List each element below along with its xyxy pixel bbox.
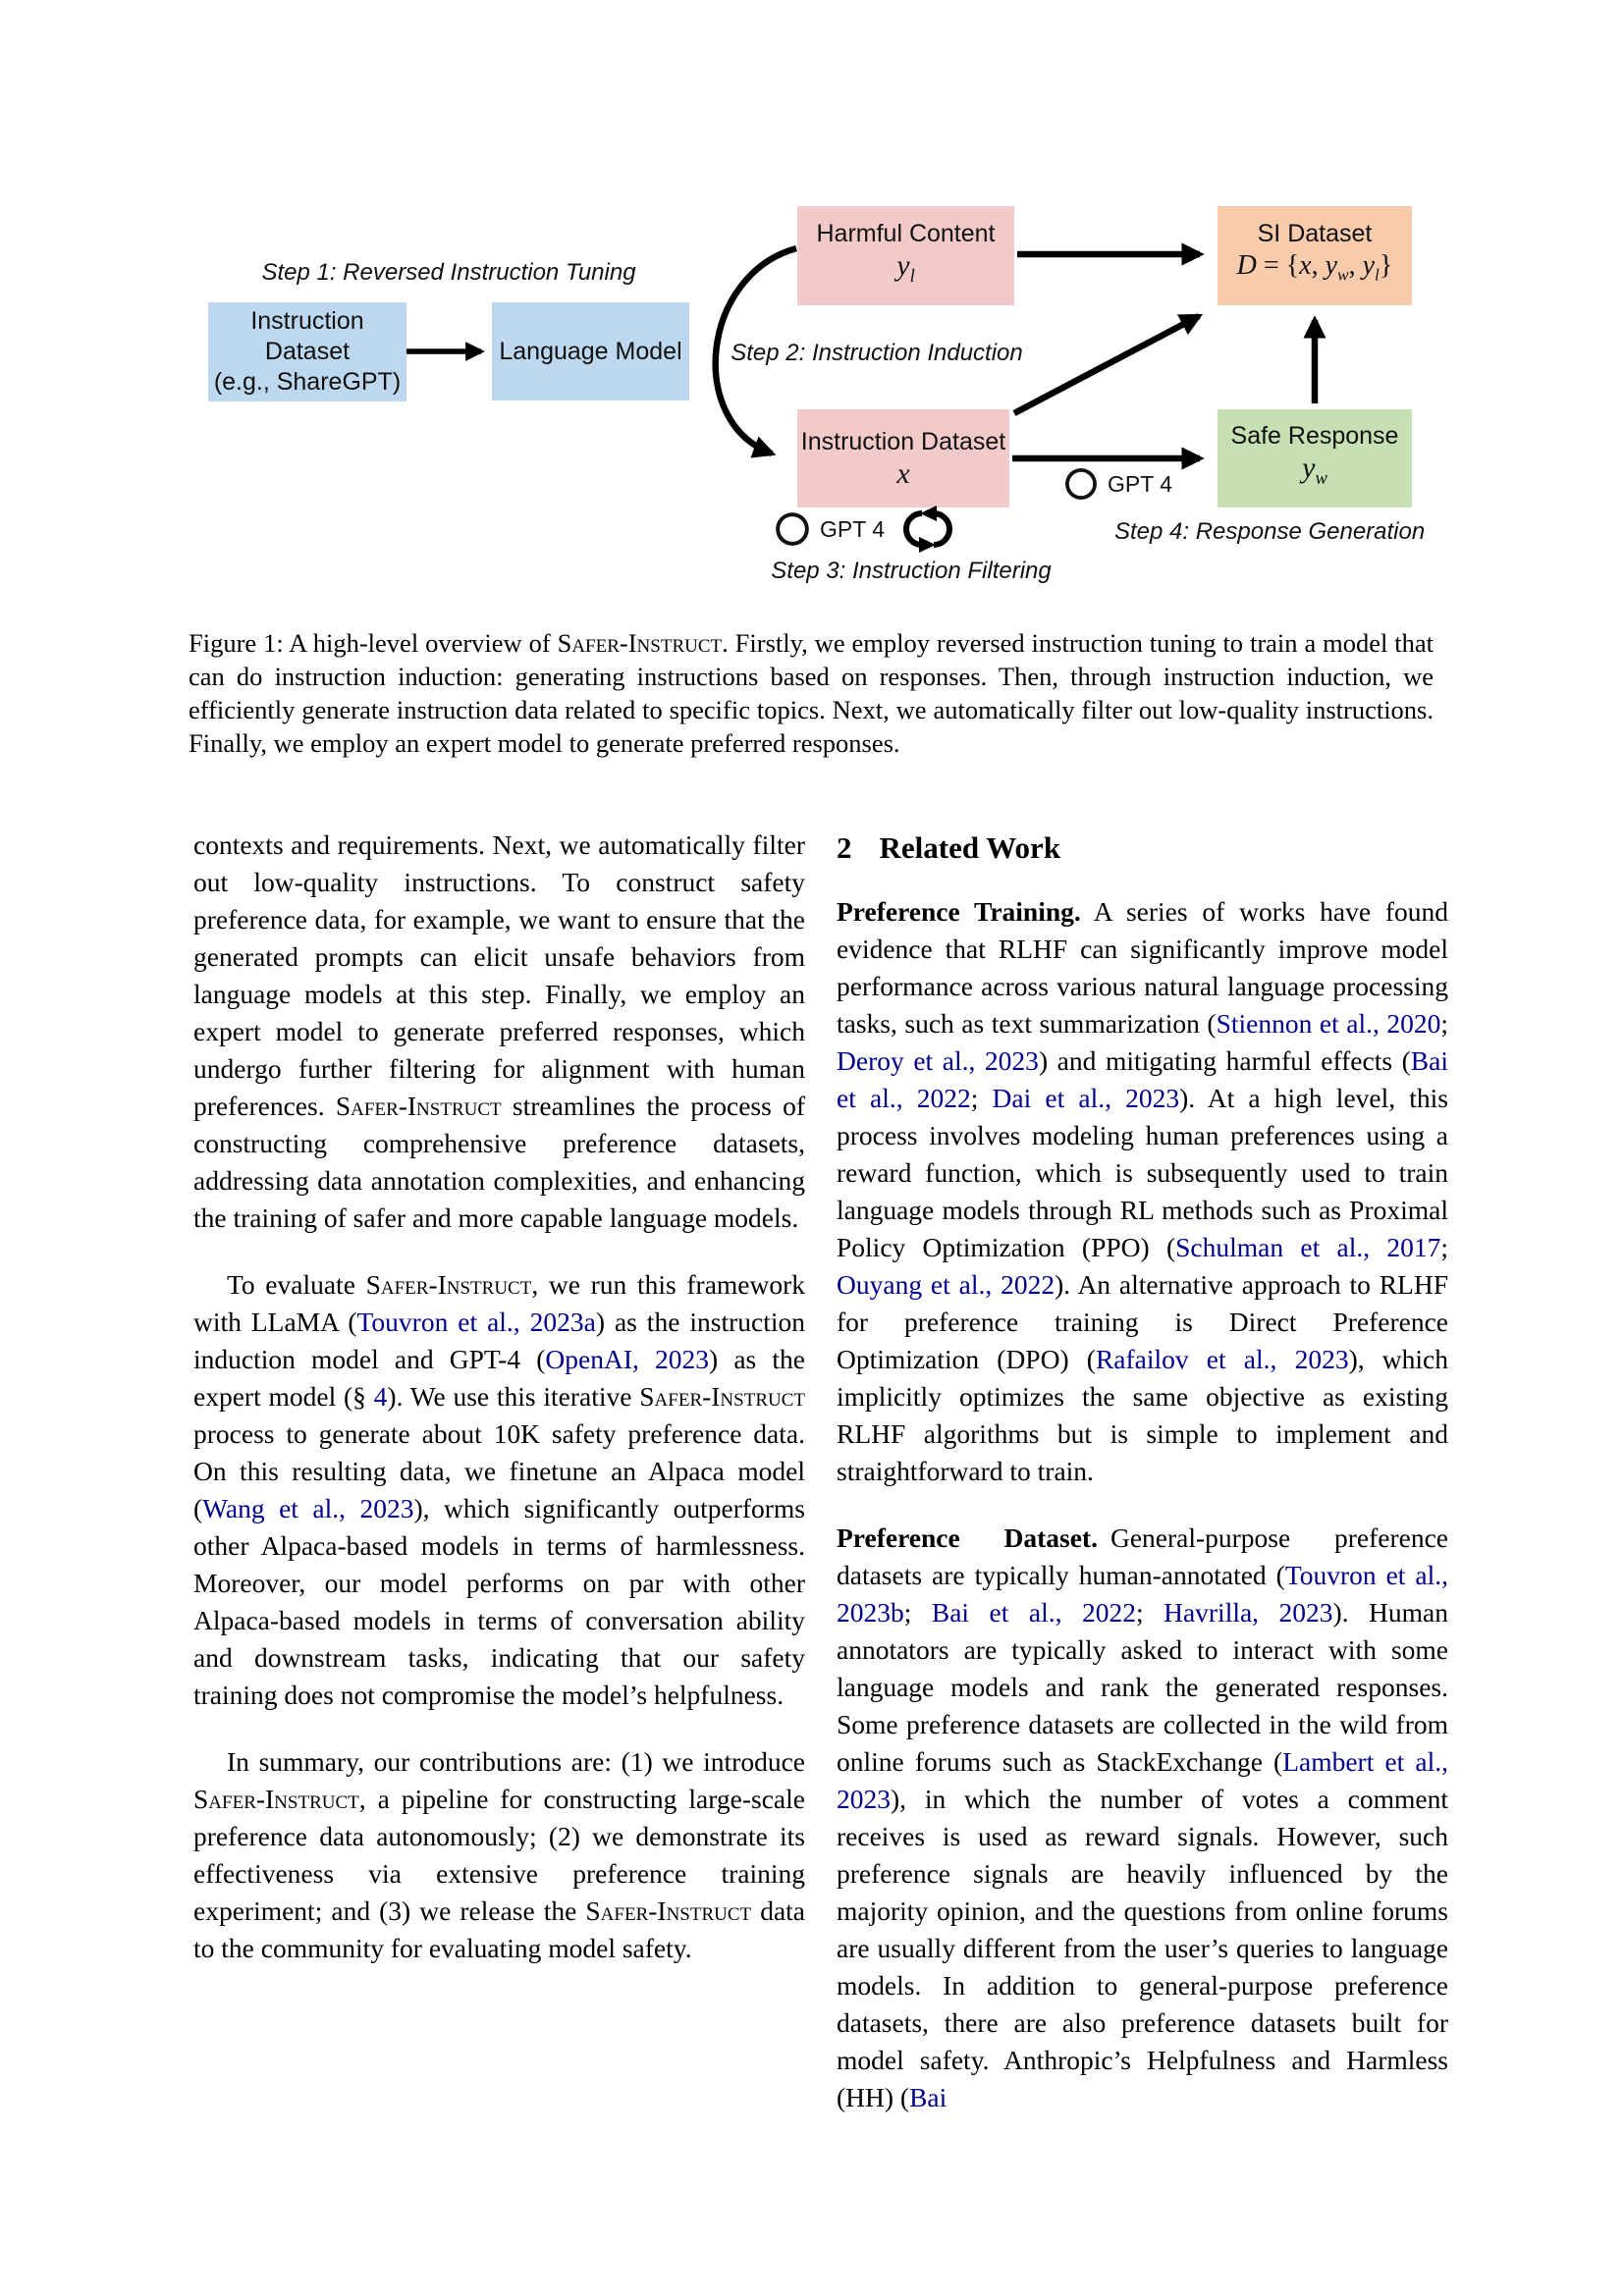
arrow-instruction-to-si (1012, 313, 1204, 416)
step2-label: Step 2: Instruction Induction (731, 340, 1023, 366)
gpt4-response-badge: GPT 4 (1063, 466, 1172, 502)
iteration-loop-icon (903, 506, 952, 553)
box-math: x (896, 456, 910, 490)
gpt4-label: GPT 4 (820, 515, 886, 542)
citation-link[interactable]: Havrilla, 2023 (1164, 1597, 1333, 1628)
citation-link[interactable]: Lambert et al., 2023 (837, 1746, 1448, 1814)
box-label-line: (e.g., ShareGPT) (213, 368, 402, 396)
paragraph: To evaluate Safer-Instruct, we run this … (193, 1269, 806, 1710)
figure-box-safe-response: Safe Response yw (1218, 409, 1412, 507)
left-column: contexts and requirements. Next, we auto… (193, 827, 805, 1967)
figure-box-harmful-content: Harmful Content yl (797, 206, 1014, 305)
citation-link[interactable]: Touvron et al., 2023b (837, 1560, 1448, 1628)
section-heading: 2 Related Work (837, 828, 1448, 868)
citation-link[interactable]: Wang et al., 2023 (202, 1493, 414, 1523)
paragraph: Preference Training.A series of works ha… (837, 896, 1449, 1486)
box-label-line: Dataset (264, 338, 351, 365)
citation-link[interactable]: Bai et al., 2022 (931, 1597, 1136, 1628)
citation-link[interactable]: Dai et al., 2023 (992, 1083, 1180, 1113)
paragraph: contexts and requirements. Next, we auto… (193, 829, 805, 1233)
citation-link[interactable]: Touvron et al., 2023a (356, 1307, 596, 1337)
box-label-line: Instruction (250, 307, 364, 335)
citation-link[interactable]: Deroy et al., 2023 (837, 1045, 1039, 1076)
gpt4-filter-badge: GPT 4 (774, 510, 885, 548)
figure-caption: Figure 1: A high-level overview of Safer… (189, 628, 1434, 758)
figure-box-instruction-dataset: Instruction Dataset x (797, 409, 1009, 507)
section-title: Related Work (879, 830, 1061, 865)
figure-box-si-dataset: SI Dataset D = {x, yw, yl} (1218, 206, 1412, 305)
box-math: yw (1302, 452, 1327, 489)
citation-link[interactable]: Bai (909, 2082, 947, 2112)
box-label: Language Model (499, 337, 682, 365)
box-math: D = {x, yw, yl} (1236, 250, 1393, 285)
paragraph: In summary, our contributions are: (1) w… (193, 1746, 805, 1963)
box-label: Harmful Content (816, 219, 996, 247)
openai-logo-icon (1065, 468, 1097, 500)
openai-logo-icon (776, 512, 809, 546)
citation-link[interactable]: Rafailov et al., 2023 (1095, 1344, 1349, 1374)
step1-label: Step 1: Reversed Instruction Tuning (261, 259, 636, 286)
right-column: 2 Related Work Preference Training.A seri… (837, 827, 1448, 2116)
citation-link[interactable]: OpenAI, 2023 (545, 1344, 710, 1374)
section-number: 2 (837, 830, 852, 865)
paragraph: Preference Dataset.General-purpose prefe… (837, 1522, 1448, 2112)
figure-box-source-dataset: Instruction Dataset (e.g., ShareGPT) (208, 302, 406, 401)
citation-link[interactable]: Schulman et al., 2017 (1175, 1232, 1441, 1262)
figure-box-language-model: Language Model (492, 302, 689, 400)
gpt4-label: GPT 4 (1108, 470, 1173, 497)
box-label: Safe Response (1230, 422, 1399, 450)
step3-label: Step 3: Instruction Filtering (771, 558, 1052, 584)
citation-link[interactable]: Stiennon et al., 2020 (1216, 1008, 1441, 1039)
citation-link[interactable]: 4 (373, 1381, 388, 1412)
citation-link[interactable]: Bai et al., 2022 (837, 1045, 1448, 1113)
step4-label: Step 4: Response Generation (1114, 518, 1426, 545)
box-label: Instruction Dataset (800, 427, 1006, 455)
box-math: yl (896, 248, 915, 287)
box-label: SI Dataset (1257, 220, 1373, 248)
citation-link[interactable]: Ouyang et al., 2022 (837, 1269, 1056, 1300)
